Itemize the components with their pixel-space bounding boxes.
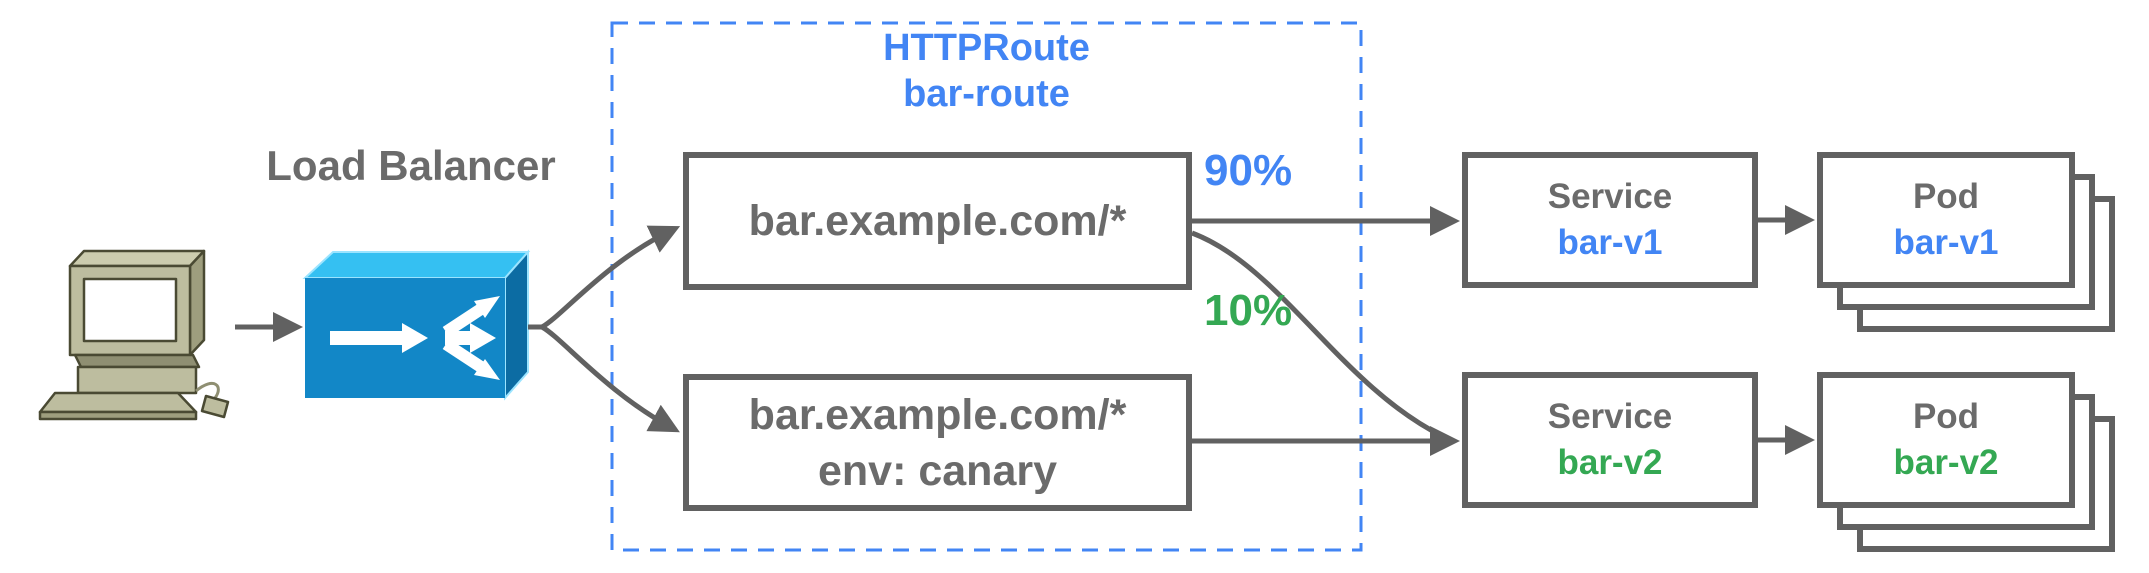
computer-icon (38, 249, 230, 421)
pod-name: bar-v2 (1893, 443, 1999, 482)
route-rule-2-match: bar.example.com/* (748, 390, 1127, 439)
arrow-lb-to-rule1 (540, 225, 681, 330)
service-name: bar-v2 (1557, 443, 1663, 482)
route-rule-2-header: env: canary (817, 446, 1058, 495)
load-balancer-icon (302, 249, 531, 401)
load-balancer-label: Load Balancer (266, 142, 556, 189)
pod-type-label: Pod (1912, 177, 1980, 216)
fan-out-arrows-icon (330, 296, 500, 380)
weight-90-label: 90% (1204, 146, 1293, 195)
route-rule-2-box: bar.example.com/* env: canary (683, 374, 1192, 511)
curve-rule1-to-service2 (1191, 230, 1444, 439)
pod-name: bar-v1 (1893, 223, 1999, 262)
pod-bar-v1-box: Pod bar-v1 (1817, 152, 2075, 288)
route-rule-1-match: bar.example.com/* (748, 197, 1127, 245)
service-type-label: Service (1547, 177, 1673, 216)
httproute-name-label: bar-route (903, 73, 1070, 115)
service-type-label: Service (1547, 397, 1673, 436)
arrow-lb-to-rule2 (540, 324, 680, 433)
service-bar-v1-box: Service bar-v1 (1462, 152, 1758, 288)
service-name: bar-v1 (1557, 223, 1663, 262)
pod-type-label: Pod (1912, 397, 1980, 436)
pod-bar-v2-box: Pod bar-v2 (1817, 372, 2075, 508)
httproute-group-border (610, 21, 1363, 552)
weight-10-label: 10% (1204, 286, 1293, 335)
route-rule-1-box: bar.example.com/* (683, 152, 1192, 290)
httproute-kind-label: HTTPRoute (883, 27, 1090, 69)
service-bar-v2-box: Service bar-v2 (1462, 372, 1758, 508)
